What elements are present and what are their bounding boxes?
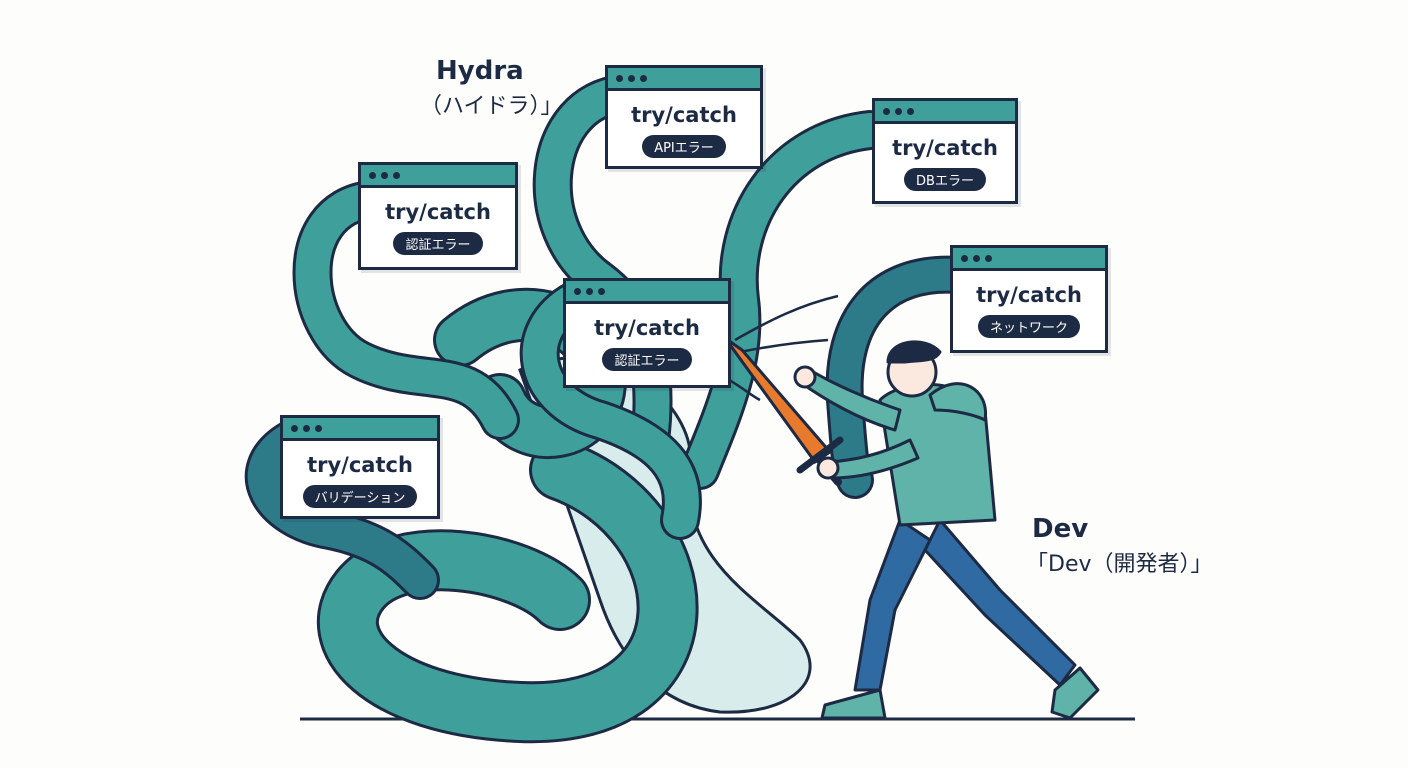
dev-subtitle: 「Dev（開発者）」 bbox=[1026, 552, 1213, 577]
head-code-label: try/catch bbox=[307, 453, 413, 477]
window-dot-icon bbox=[616, 74, 623, 82]
head-code-label: try/catch bbox=[892, 136, 998, 160]
head-code-label: try/catch bbox=[594, 316, 700, 340]
window-dot-icon bbox=[598, 287, 605, 295]
window-titlebar bbox=[283, 418, 437, 441]
sword bbox=[723, 336, 844, 486]
window-dot-icon bbox=[369, 171, 376, 179]
head-code-label: try/catch bbox=[385, 200, 491, 224]
hydra-head-auth-error-left: try/catch 認証エラー bbox=[358, 162, 518, 270]
window-dot-icon bbox=[315, 424, 322, 432]
window-titlebar bbox=[608, 68, 760, 91]
window-dot-icon bbox=[303, 424, 310, 432]
window-dot-icon bbox=[291, 424, 298, 432]
window-dot-icon bbox=[640, 74, 647, 82]
window-titlebar bbox=[361, 165, 515, 188]
dev-label: Dev 「Dev（開発者）」 bbox=[1026, 514, 1213, 578]
hydra-label: Hydra （ハイドラ）」 bbox=[420, 56, 563, 120]
window-dot-icon bbox=[381, 171, 388, 179]
window-dot-icon bbox=[574, 287, 581, 295]
head-error-tag: 認証エラー bbox=[393, 232, 483, 255]
window-dot-icon bbox=[895, 107, 902, 115]
head-code-label: try/catch bbox=[631, 103, 737, 127]
window-dot-icon bbox=[883, 107, 890, 115]
hydra-head-validation-error: try/catch バリデーション bbox=[280, 415, 440, 519]
window-dot-icon bbox=[961, 254, 968, 262]
hydra-head-network-error: try/catch ネットワーク bbox=[950, 245, 1108, 353]
hydra-title: Hydra bbox=[436, 56, 524, 86]
head-error-tag: APIエラー bbox=[642, 135, 726, 158]
window-dot-icon bbox=[973, 254, 980, 262]
window-titlebar bbox=[953, 248, 1105, 271]
hydra-head-auth-error-center: try/catch 認証エラー bbox=[563, 278, 731, 388]
window-titlebar bbox=[875, 101, 1015, 124]
window-titlebar bbox=[566, 281, 728, 304]
window-dot-icon bbox=[393, 171, 400, 179]
head-error-tag: DBエラー bbox=[904, 168, 986, 191]
window-dot-icon bbox=[907, 107, 914, 115]
head-error-tag: ネットワーク bbox=[977, 315, 1080, 338]
window-dot-icon bbox=[586, 287, 593, 295]
window-dot-icon bbox=[985, 254, 992, 262]
head-error-tag: 認証エラー bbox=[602, 348, 692, 371]
developer-figure bbox=[793, 340, 1100, 720]
hydra-head-db-error: try/catch DBエラー bbox=[872, 98, 1018, 204]
hydra-subtitle: （ハイドラ）」 bbox=[420, 94, 563, 119]
window-dot-icon bbox=[628, 74, 635, 82]
hydra-head-api-error: try/catch APIエラー bbox=[605, 65, 763, 169]
dev-title: Dev bbox=[1032, 514, 1089, 544]
head-error-tag: バリデーション bbox=[302, 485, 418, 508]
head-code-label: try/catch bbox=[976, 283, 1082, 307]
